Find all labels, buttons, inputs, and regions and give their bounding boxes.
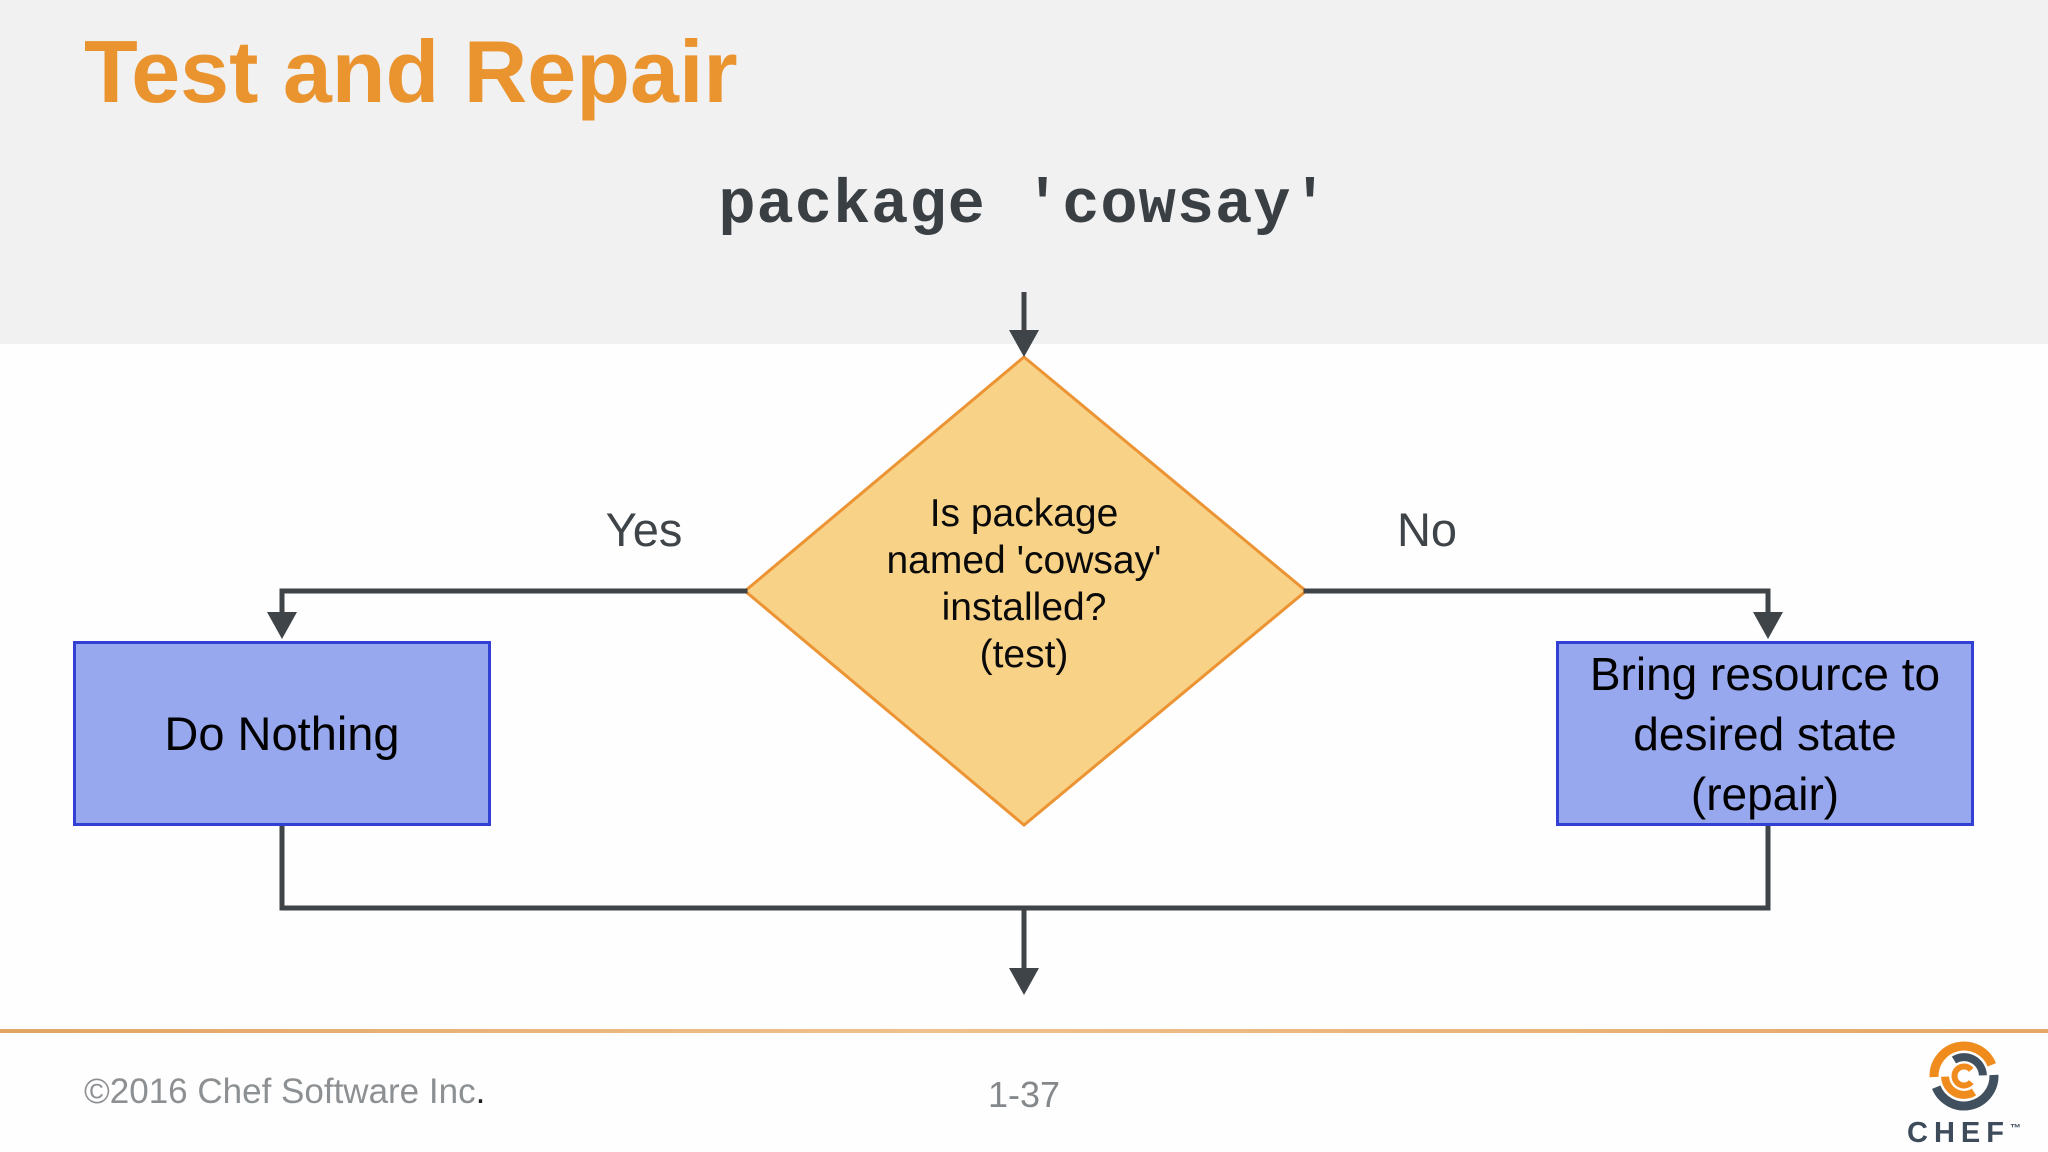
connector-yes-branch xyxy=(279,588,748,619)
yes-branch-label: Yes xyxy=(605,503,683,556)
copyright-period: . xyxy=(475,1072,486,1111)
slide-title: Test and Repair xyxy=(84,22,738,121)
decision-line: (test) xyxy=(979,633,1069,676)
footer-divider xyxy=(0,1029,2048,1033)
decision-line: named 'cowsay' xyxy=(886,539,1162,582)
do-nothing-box: Do Nothing xyxy=(73,641,491,826)
repair-line: Bring resource to xyxy=(1589,647,1941,700)
copyright-text: ©2016 Chef Software Inc. xyxy=(84,1072,485,1112)
decision-diamond xyxy=(742,355,1309,827)
trademark-symbol: ™ xyxy=(2009,1122,2021,1135)
chef-logo: CHEF™ xyxy=(1903,1036,2025,1150)
arrowhead-into-do-nothing xyxy=(267,612,297,639)
repair-line: desired state xyxy=(1633,707,1897,760)
repair-box: Bring resource to desired state (repair) xyxy=(1556,641,1974,826)
decision-line: installed? xyxy=(941,586,1107,629)
connector-merge xyxy=(279,824,1771,911)
page-number: 1-37 xyxy=(987,1074,1061,1115)
chef-logo-icon xyxy=(1929,1041,1999,1111)
chef-wordmark: CHEF™ xyxy=(1903,1117,2025,1150)
do-nothing-label: Do Nothing xyxy=(164,707,400,760)
repair-line: (repair) xyxy=(1690,767,1840,820)
arrowhead-into-decision xyxy=(1009,330,1039,357)
arrowhead-continue-down xyxy=(1009,968,1039,995)
no-branch-label: No xyxy=(1396,503,1458,556)
header-band: Test and Repair package 'cowsay' xyxy=(0,0,2048,344)
chef-wordmark-text: CHEF xyxy=(1907,1117,2010,1149)
decision-question: Is package named 'cowsay' installed? (te… xyxy=(824,490,1224,678)
copyright-main: ©2016 Chef Software Inc xyxy=(84,1072,476,1111)
connector-no-branch xyxy=(1303,588,1771,619)
decision-line: Is package xyxy=(929,492,1119,535)
arrowhead-into-repair xyxy=(1753,612,1783,639)
code-snippet: package 'cowsay' xyxy=(718,170,1330,241)
